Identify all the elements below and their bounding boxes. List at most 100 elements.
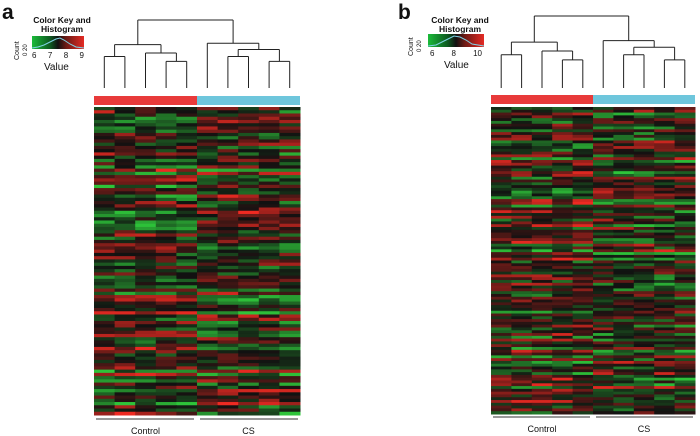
- heatmap-cell: [197, 278, 219, 283]
- heatmap-cell: [531, 254, 553, 259]
- heatmap-cell: [94, 295, 116, 299]
- heatmap-cell: [572, 224, 594, 228]
- heatmap-cell: [176, 236, 198, 241]
- heatmap-cell: [197, 379, 219, 384]
- heatmap-cell: [572, 268, 594, 273]
- heatmap-cell: [613, 210, 635, 214]
- heatmap-cell: [279, 175, 301, 179]
- heatmap-cell: [258, 236, 280, 241]
- heatmap-cell: [552, 210, 574, 214]
- heatmap-cell: [135, 333, 157, 338]
- heatmap-cell: [217, 204, 239, 208]
- heatmap-cell: [279, 320, 301, 325]
- heatmap-cell: [593, 204, 614, 208]
- heatmap-cell: [238, 155, 260, 160]
- heatmap-cell: [511, 341, 533, 345]
- heatmap-cell: [552, 132, 574, 136]
- heatmap-cell: [114, 123, 136, 127]
- heatmap-cell: [674, 146, 696, 150]
- heatmap-cell: [94, 304, 116, 309]
- heatmap-cell: [279, 314, 301, 319]
- heatmap-cell: [531, 288, 553, 292]
- heatmap-cell: [176, 213, 198, 218]
- panel-b-cs-label: CS: [637, 424, 651, 434]
- heatmap-cell: [135, 220, 157, 225]
- heatmap-cell: [674, 293, 696, 298]
- heatmap-cell: [217, 350, 239, 354]
- heatmap-cell: [114, 282, 136, 286]
- color-key-title: Color Key and Histogram: [33, 15, 91, 34]
- heatmap-cell: [511, 282, 533, 287]
- heatmap-cell: [279, 298, 301, 303]
- heatmap-cell: [94, 246, 116, 251]
- heatmap-cell: [217, 337, 239, 341]
- heatmap-cell: [633, 229, 655, 234]
- heatmap-cell: [633, 293, 655, 298]
- heatmap-cell: [531, 352, 553, 356]
- heatmap-cell: [238, 175, 260, 179]
- heatmap-cell: [94, 298, 116, 303]
- heatmap-cell: [279, 340, 301, 345]
- heatmap-cell: [613, 207, 635, 211]
- heatmap-cell: [238, 262, 260, 267]
- heatmap-cell: [552, 358, 574, 362]
- heatmap-cell: [176, 126, 198, 131]
- heatmap-cell: [238, 320, 260, 325]
- panel-b-group-bar: [491, 95, 695, 104]
- heatmap-cell: [491, 307, 512, 312]
- heatmap-cell: [94, 249, 116, 254]
- heatmap-cell: [654, 148, 676, 153]
- heatmap-cell: [654, 179, 676, 183]
- heatmap-cell: [238, 207, 260, 212]
- heatmap-cell: [258, 210, 280, 215]
- heatmap-cell: [197, 220, 219, 225]
- heatmap-cell: [155, 155, 177, 160]
- heatmap-cell: [654, 386, 676, 390]
- heatmap-cell: [238, 246, 260, 251]
- heatmap-cell: [94, 110, 116, 114]
- heatmap-cell: [176, 330, 198, 335]
- heatmap-cell: [135, 265, 157, 270]
- heatmap-cell: [654, 123, 676, 128]
- heatmap-cell: [572, 240, 594, 245]
- heatmap-cell: [176, 291, 198, 296]
- heatmap-cell: [572, 235, 594, 239]
- heatmap-cell: [279, 188, 301, 192]
- heatmap-cell: [94, 152, 116, 157]
- heatmap-cell: [674, 377, 696, 382]
- heatmap-cell: [176, 295, 198, 299]
- heatmap-cell: [613, 411, 635, 415]
- heatmap-cell: [238, 252, 260, 257]
- heatmap-cell: [279, 207, 301, 212]
- heatmap-cell: [155, 123, 177, 127]
- heatmap-cell: [633, 207, 655, 211]
- heatmap-cell: [531, 394, 553, 398]
- heatmap-cell: [531, 282, 553, 287]
- heatmap-cell: [654, 321, 676, 326]
- heatmap-cell: [633, 232, 655, 236]
- heatmap-cell: [552, 240, 574, 245]
- heatmap-cell: [491, 372, 512, 376]
- heatmap-cell: [593, 112, 614, 116]
- heatmap-cell: [511, 305, 533, 309]
- heatmap-cell: [654, 266, 676, 270]
- heatmap-cell: [197, 149, 219, 153]
- heatmap-cell: [155, 385, 177, 390]
- heatmap-cell: [94, 385, 116, 390]
- heatmap-cell: [633, 123, 655, 128]
- heatmap-cell: [94, 308, 116, 312]
- heatmap-cell: [552, 176, 574, 181]
- heatmap-cell: [176, 181, 198, 186]
- heatmap-cell: [511, 227, 533, 231]
- heatmap-cell: [155, 366, 177, 371]
- heatmap-cell: [94, 210, 116, 215]
- color-key-count-label: Count: [408, 37, 415, 56]
- heatmap-cell: [674, 374, 696, 379]
- heatmap-cell: [217, 343, 239, 348]
- heatmap-cell: [511, 274, 533, 278]
- heatmap-cell: [674, 277, 696, 281]
- heatmap-cell: [511, 120, 533, 125]
- heatmap-cell: [258, 278, 280, 283]
- heatmap-cell: [613, 123, 635, 128]
- heatmap-cell: [654, 238, 676, 242]
